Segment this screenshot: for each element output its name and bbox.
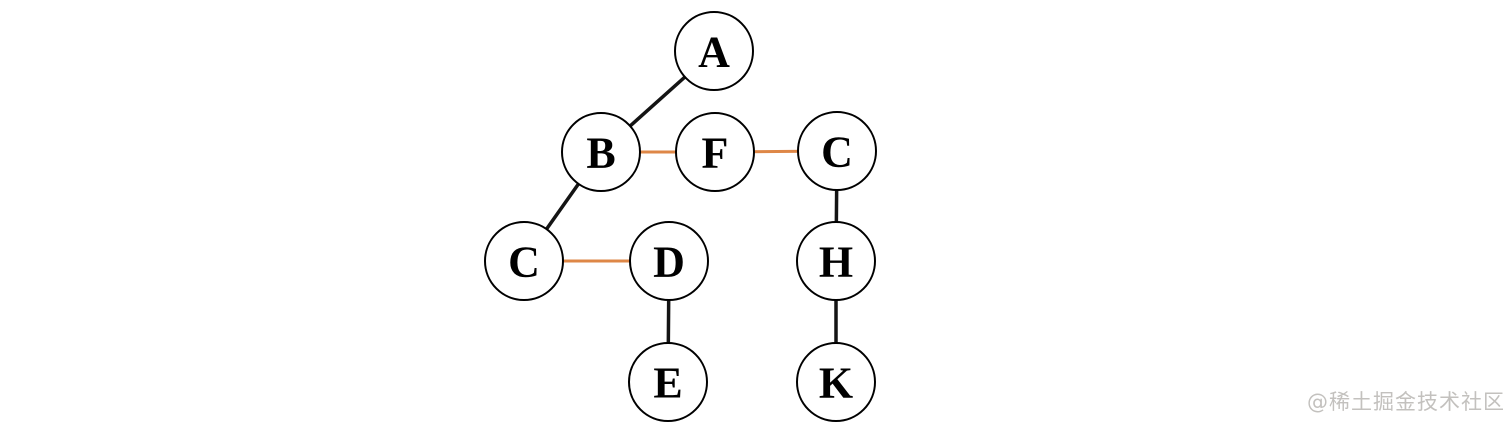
node-label-H: H [819, 237, 853, 286]
node-F [675, 112, 755, 192]
node-K [796, 342, 876, 422]
node-label-C1: C [508, 237, 540, 286]
node-label-E: E [653, 358, 682, 407]
node-label-D: D [653, 237, 685, 286]
node-label-C2: C [821, 127, 853, 176]
node-D [629, 221, 709, 301]
node-A [674, 11, 754, 91]
node-label-B: B [586, 128, 615, 177]
watermark: @稀土掘金技术社区 [1307, 390, 1505, 414]
node-label-A: A [698, 27, 730, 76]
node-E [628, 342, 708, 422]
node-H [796, 221, 876, 301]
node-label-F: F [702, 128, 729, 177]
node-label-K: K [819, 358, 853, 407]
node-C2 [797, 111, 877, 191]
node-C1 [484, 221, 564, 301]
node-B [561, 112, 641, 192]
